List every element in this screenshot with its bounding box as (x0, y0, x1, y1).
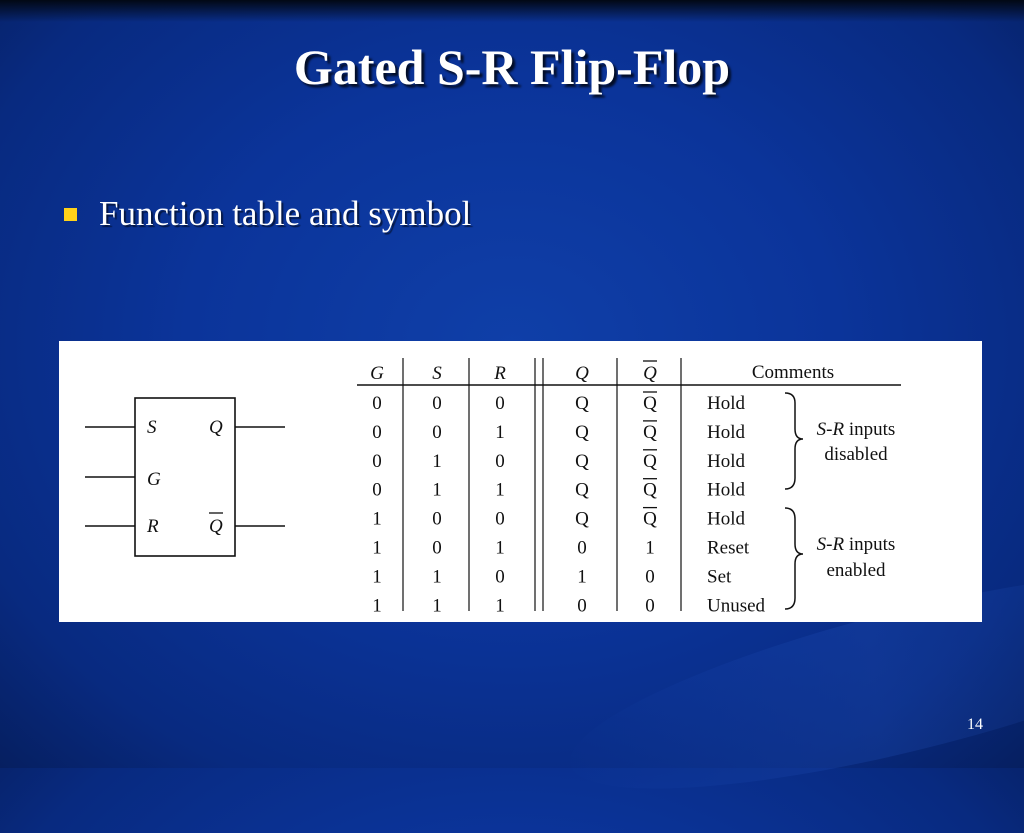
table-cell: 0 (432, 509, 442, 530)
table-cell: 0 (495, 451, 505, 472)
table-cell: 0 (372, 451, 382, 472)
table-cell: Q (575, 451, 589, 472)
table-cell: Q (643, 451, 657, 472)
table-cell: Q (643, 480, 657, 501)
slide-title: Gated S-R Flip-Flop (293, 39, 731, 95)
table-cell: 0 (577, 538, 587, 559)
table-cell: 1 (372, 509, 382, 530)
table-cell: 1 (432, 451, 442, 472)
table-cell: 0 (372, 393, 382, 414)
table-comment: Hold (707, 451, 746, 472)
bullet-square-icon (64, 207, 77, 221)
header-q: Q (575, 363, 589, 384)
table-cell: 1 (372, 566, 382, 587)
table-cell: 0 (645, 595, 655, 616)
group-enabled-line1: S-R inputs (817, 534, 896, 555)
table-cell: 1 (432, 566, 442, 587)
symbol-input-r: R (146, 516, 159, 537)
group-disabled-rest: inputs (844, 419, 895, 440)
bullet-text: Function table and symbol (99, 194, 472, 233)
group-disabled-line2: disabled (824, 444, 888, 465)
table-comment: Set (707, 566, 732, 587)
table-comment: Reset (707, 538, 750, 559)
symbol-input-g: G (147, 469, 161, 490)
table-cell: Q (575, 480, 589, 501)
table-cell: 1 (432, 595, 442, 616)
header-comments: Comments (752, 362, 834, 383)
brace-enabled (784, 507, 804, 610)
symbol-output-q: Q (209, 417, 223, 438)
table-cell: 1 (577, 566, 587, 587)
table-comment: Hold (707, 480, 746, 501)
table-cell: Q (575, 509, 589, 530)
group-enabled-line2: enabled (826, 560, 886, 581)
table-cell: 1 (495, 538, 505, 559)
table-cell: 1 (495, 595, 505, 616)
bullet-item: Function table and symbol (64, 190, 471, 238)
group-enabled-rest: inputs (844, 534, 895, 555)
table-cell: 0 (432, 422, 442, 443)
table-cell: 1 (432, 480, 442, 501)
header-s: S (432, 363, 442, 384)
table-comment: Unused (707, 595, 766, 616)
page-number: 14 (967, 716, 983, 733)
table-cell: Q (575, 393, 589, 414)
table-cell: 0 (372, 480, 382, 501)
symbol-output-qbar: Q (209, 516, 223, 537)
table-cell: Q (643, 509, 657, 530)
table-comment: Hold (707, 509, 746, 530)
table-cell: 0 (577, 595, 587, 616)
table-cell: 0 (432, 538, 442, 559)
symbol-input-s: S (147, 417, 157, 438)
table-cell: 1 (495, 422, 505, 443)
table-comment: Hold (707, 422, 746, 443)
group-enabled-prefix: S-R (817, 534, 845, 555)
table-cell: Q (575, 422, 589, 443)
flip-flop-symbol: S G R Q Q (85, 397, 285, 557)
table-cell: Q (643, 422, 657, 443)
table-cell: Q (643, 393, 657, 414)
brace-disabled (784, 392, 804, 490)
table-cell: 0 (432, 393, 442, 414)
table-cell: 0 (645, 566, 655, 587)
table-comment: Hold (707, 393, 746, 414)
table-cell: 1 (495, 480, 505, 501)
table-cell: 1 (645, 538, 655, 559)
table-cell: 1 (372, 595, 382, 616)
table-cell: 0 (372, 422, 382, 443)
table-cell: 0 (495, 566, 505, 587)
header-g: G (370, 363, 384, 384)
header-qbar: Q (643, 363, 657, 384)
group-disabled-line1: S-R inputs (817, 419, 896, 440)
header-r: R (493, 363, 506, 384)
table-cell: 1 (372, 538, 382, 559)
top-dark-band (0, 0, 1024, 22)
table-cell: 0 (495, 393, 505, 414)
group-disabled-prefix: S-R (817, 419, 845, 440)
table-cell: 0 (495, 509, 505, 530)
